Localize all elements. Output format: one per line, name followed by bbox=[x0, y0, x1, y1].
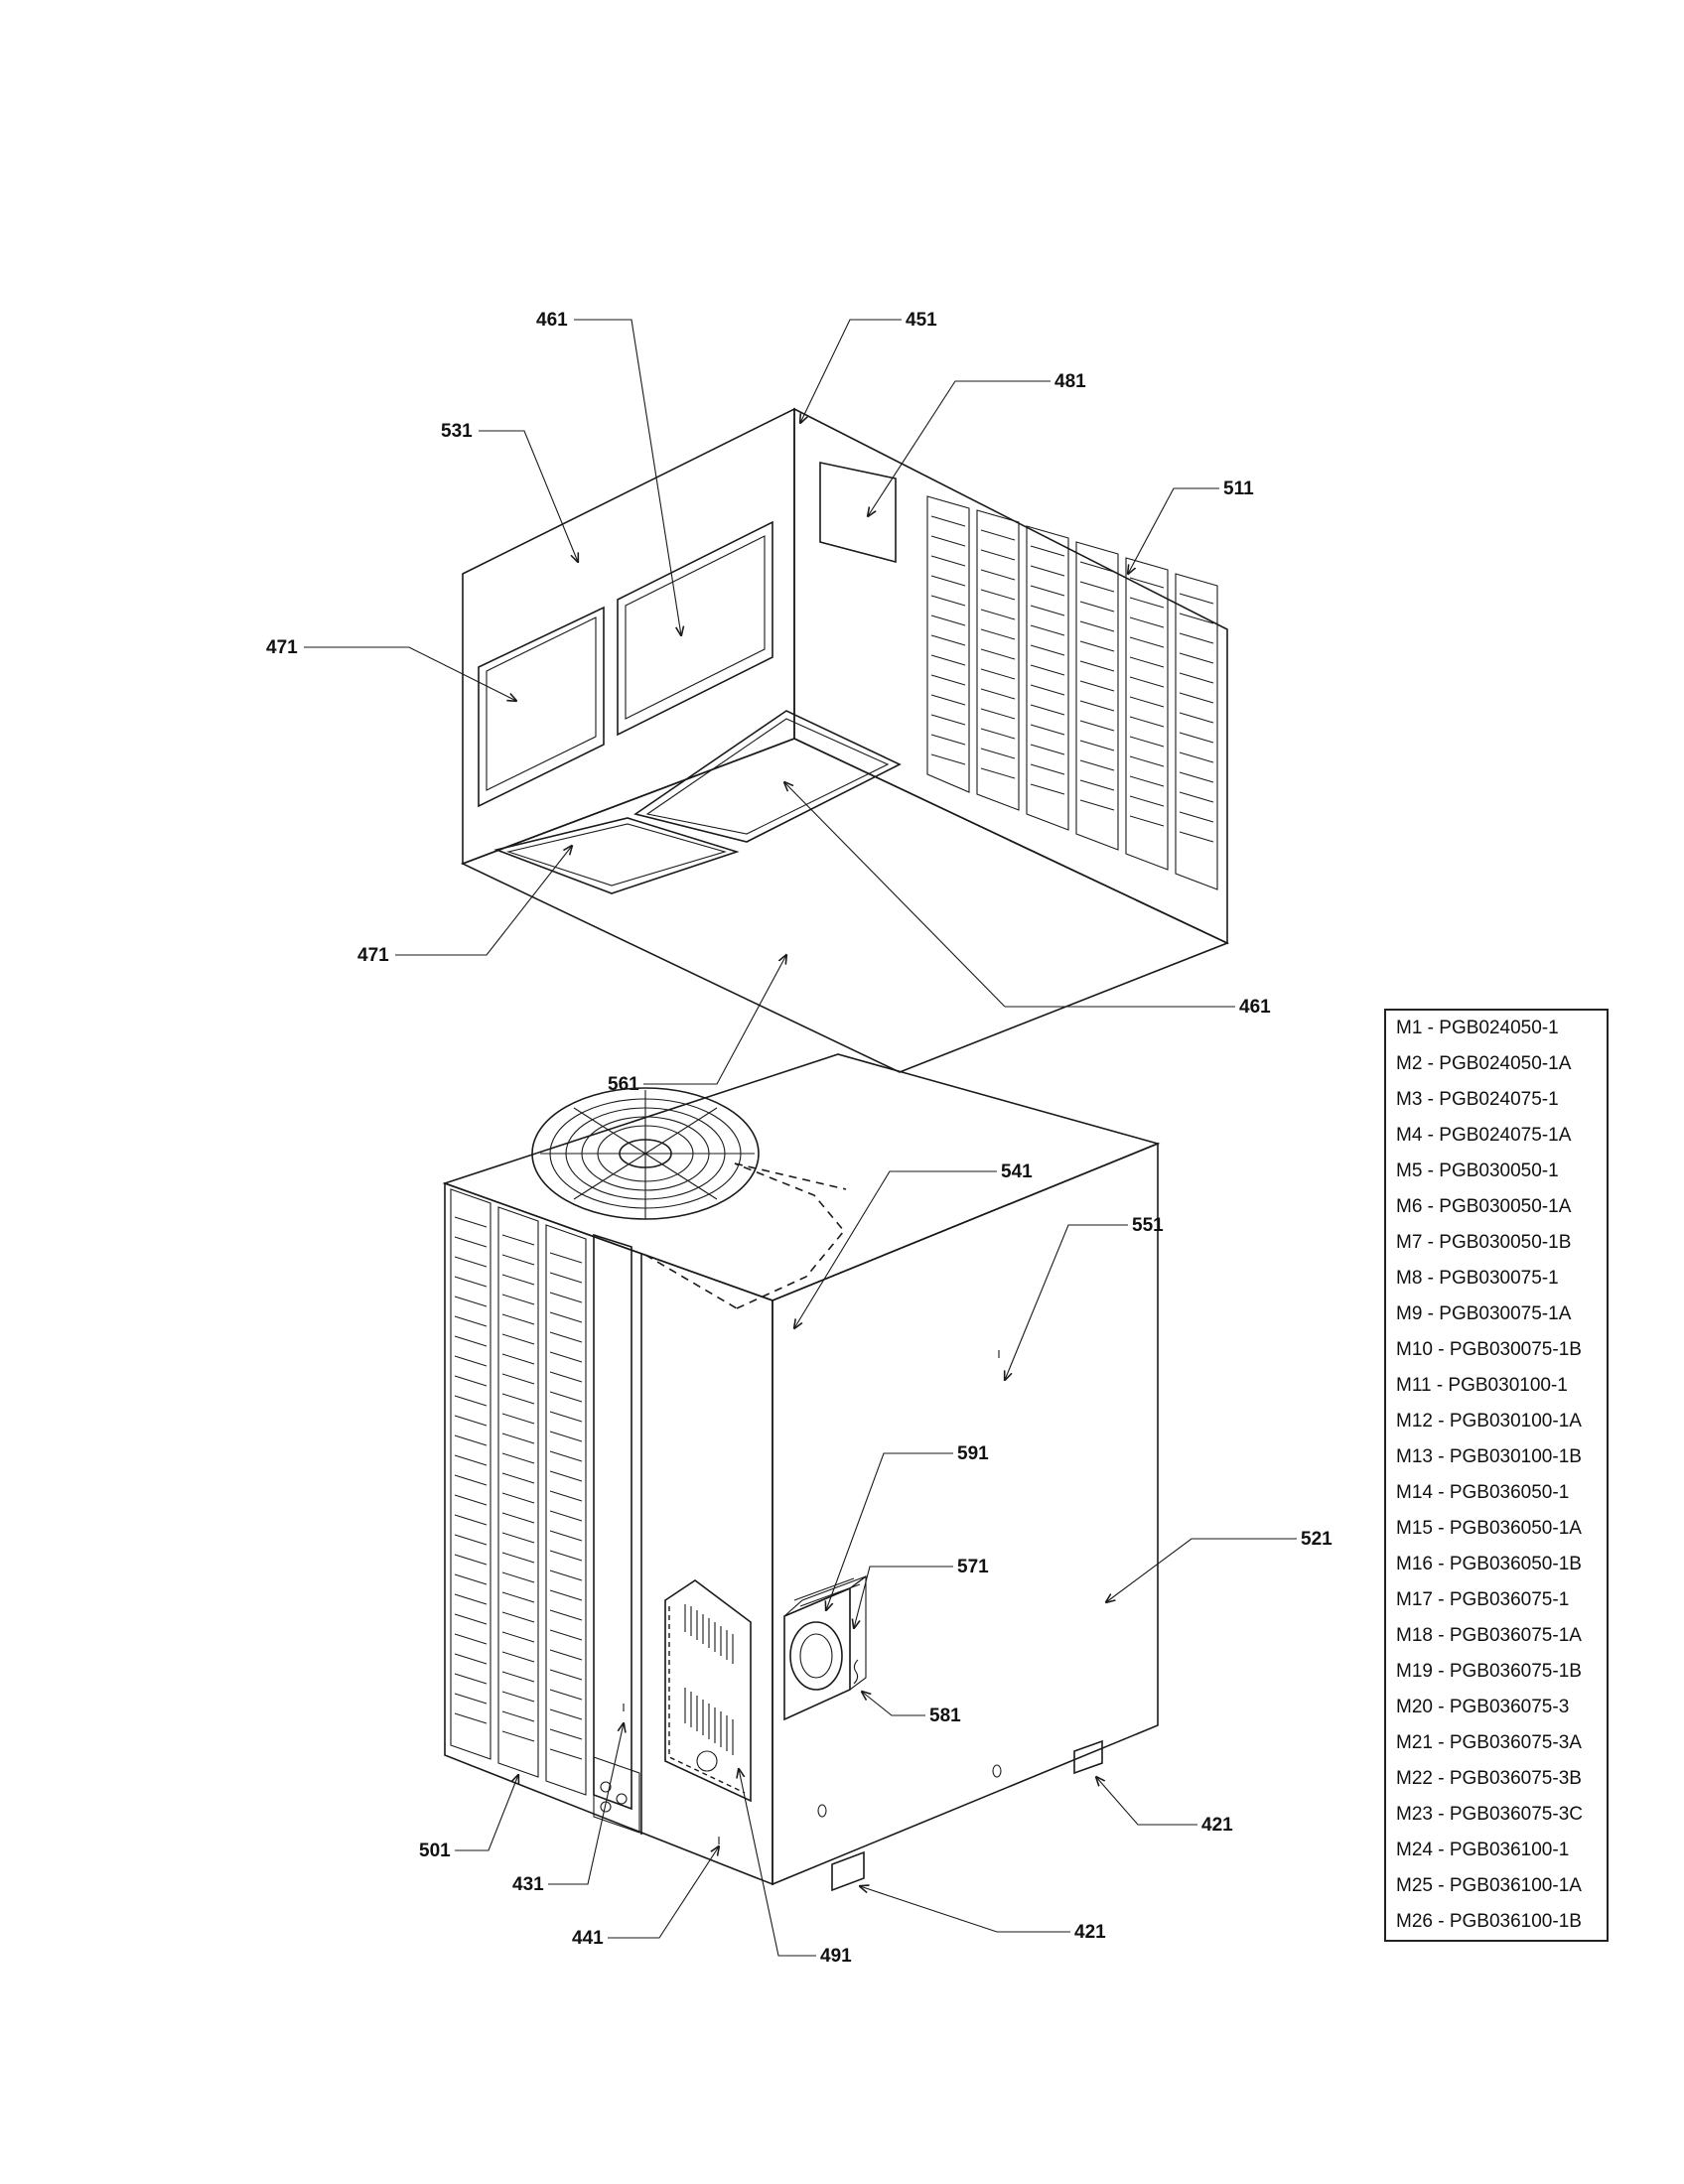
model-row-m12: M12 - PGB030100-1A bbox=[1396, 1411, 1582, 1432]
model-row-m7: M7 - PGB030050-1B bbox=[1396, 1232, 1572, 1253]
vent-assembly-571 bbox=[783, 1574, 867, 1721]
svg-text:541: 541 bbox=[1001, 1161, 1033, 1182]
svg-text:471: 471 bbox=[357, 945, 389, 966]
callout-481: 481 bbox=[868, 371, 1086, 516]
svg-text:461: 461 bbox=[536, 310, 568, 331]
callout-441: 441 bbox=[572, 1846, 719, 1949]
callout-511: 511 bbox=[1128, 478, 1254, 574]
svg-text:421: 421 bbox=[1201, 1815, 1233, 1836]
callout-421-b: 421 bbox=[860, 1886, 1106, 1943]
svg-text:481: 481 bbox=[1054, 371, 1086, 392]
model-row-m24: M24 - PGB036100-1 bbox=[1396, 1840, 1570, 1860]
svg-text:511: 511 bbox=[1223, 478, 1254, 499]
fan-guard bbox=[531, 1087, 760, 1220]
callout-521: 521 bbox=[1106, 1529, 1333, 1602]
model-row-m2: M2 - PGB024050-1A bbox=[1396, 1053, 1572, 1074]
callout-501: 501 bbox=[419, 1775, 518, 1861]
model-row-m11: M11 - PGB030100-1 bbox=[1396, 1375, 1568, 1396]
model-row-m15: M15 - PGB036050-1A bbox=[1396, 1518, 1582, 1539]
callout-571: 571 bbox=[854, 1557, 989, 1628]
svg-text:581: 581 bbox=[929, 1706, 961, 1726]
callout-421-a: 421 bbox=[1096, 1777, 1233, 1836]
callout-581: 581 bbox=[862, 1692, 961, 1726]
model-row-m6: M6 - PGB030050-1A bbox=[1396, 1196, 1572, 1217]
model-row-m25: M25 - PGB036100-1A bbox=[1396, 1875, 1582, 1896]
model-row-m8: M8 - PGB030075-1 bbox=[1396, 1268, 1559, 1289]
insulation-assembly: 461 451 481 531 511 471 471 461 bbox=[266, 310, 1271, 1095]
front-louvers-501 bbox=[450, 1188, 632, 1811]
model-row-m17: M17 - PGB036075-1 bbox=[1396, 1589, 1570, 1610]
svg-text:591: 591 bbox=[957, 1443, 989, 1464]
cabinet-assembly: 541 551 591 521 571 581 421 421 bbox=[419, 1053, 1333, 1967]
model-number-list: M1 - PGB024050-1 M2 - PGB024050-1A M3 - … bbox=[1384, 1009, 1609, 1942]
model-row-m20: M20 - PGB036075-3 bbox=[1396, 1697, 1570, 1717]
svg-text:421: 421 bbox=[1074, 1922, 1106, 1943]
louver-slats-top bbox=[930, 515, 1214, 843]
model-row-m19: M19 - PGB036075-1B bbox=[1396, 1661, 1582, 1682]
svg-text:471: 471 bbox=[266, 637, 298, 658]
dashed-top-panel-541 bbox=[734, 1162, 846, 1309]
svg-text:551: 551 bbox=[1132, 1215, 1164, 1236]
model-row-m10: M10 - PGB030075-1B bbox=[1396, 1339, 1582, 1360]
svg-text:461: 461 bbox=[1239, 997, 1271, 1018]
callout-471-bottom: 471 bbox=[357, 846, 572, 966]
callout-461-right: 461 bbox=[784, 782, 1271, 1018]
svg-text:491: 491 bbox=[820, 1946, 852, 1967]
svg-text:531: 531 bbox=[441, 421, 473, 442]
model-row-m9: M9 - PGB030075-1A bbox=[1396, 1303, 1572, 1324]
callout-491: 491 bbox=[739, 1769, 852, 1967]
callout-431: 431 bbox=[512, 1723, 624, 1895]
svg-text:521: 521 bbox=[1301, 1529, 1333, 1550]
control-box-491 bbox=[664, 1579, 752, 1803]
louver-grille-511 bbox=[926, 495, 1218, 890]
svg-text:501: 501 bbox=[419, 1841, 451, 1861]
callout-461-top: 461 bbox=[536, 310, 681, 635]
model-row-m5: M5 - PGB030050-1 bbox=[1396, 1160, 1559, 1181]
svg-text:571: 571 bbox=[957, 1557, 989, 1577]
model-row-m23: M23 - PGB036075-3C bbox=[1396, 1804, 1583, 1825]
callout-471-side: 471 bbox=[266, 637, 516, 701]
svg-text:441: 441 bbox=[572, 1928, 604, 1949]
callout-531: 531 bbox=[441, 421, 578, 562]
model-row-m16: M16 - PGB036050-1B bbox=[1396, 1554, 1582, 1574]
model-row-m14: M14 - PGB036050-1 bbox=[1396, 1482, 1570, 1503]
callout-451: 451 bbox=[800, 310, 937, 423]
model-row-m4: M4 - PGB024075-1A bbox=[1396, 1125, 1572, 1146]
callout-541: 541 bbox=[794, 1161, 1033, 1328]
model-row-m13: M13 - PGB030100-1B bbox=[1396, 1446, 1582, 1467]
model-row-m3: M3 - PGB024075-1 bbox=[1396, 1089, 1559, 1110]
svg-text:431: 431 bbox=[512, 1874, 544, 1895]
svg-text:451: 451 bbox=[906, 310, 937, 331]
model-row-m22: M22 - PGB036075-3B bbox=[1396, 1768, 1582, 1789]
callout-551: 551 bbox=[1005, 1215, 1164, 1380]
model-row-m26: M26 - PGB036100-1B bbox=[1396, 1911, 1582, 1932]
model-row-m21: M21 - PGB036075-3A bbox=[1396, 1732, 1582, 1753]
callout-591: 591 bbox=[826, 1443, 989, 1610]
model-row-m1: M1 - PGB024050-1 bbox=[1396, 1018, 1559, 1038]
svg-text:561: 561 bbox=[608, 1074, 639, 1095]
model-row-m18: M18 - PGB036075-1A bbox=[1396, 1625, 1582, 1646]
